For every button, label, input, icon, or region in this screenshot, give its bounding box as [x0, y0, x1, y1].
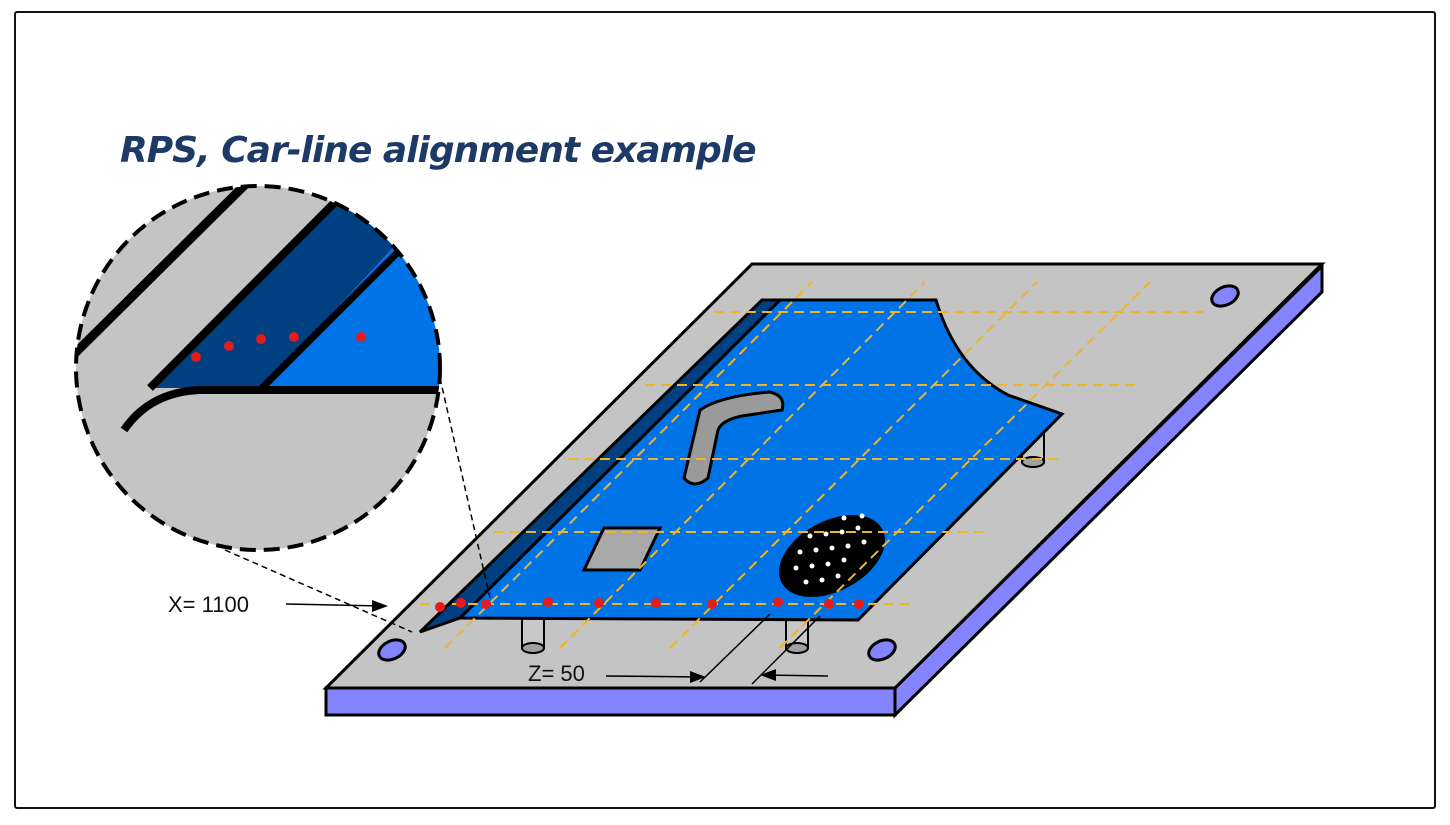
measurement-points — [435, 597, 864, 612]
dimension-arrowheads — [372, 600, 776, 683]
mount-hole-icon — [867, 638, 897, 662]
perforated-area — [779, 515, 885, 597]
perforation-holes — [793, 513, 867, 585]
slide-title: RPS, Car-line alignment example — [120, 130, 757, 171]
panel-slot — [581, 526, 663, 572]
zoom-circle-outline — [74, 184, 442, 552]
zoom-detail — [74, 184, 442, 552]
z-measure-label: Z= 50 — [528, 661, 585, 686]
plate-side-front — [324, 686, 897, 717]
panel-handle — [682, 390, 785, 486]
mount-hole-icon — [1210, 284, 1240, 308]
mount-hole-icon — [377, 638, 407, 662]
dimension-lines — [224, 377, 829, 685]
x-measure-label: X= 1100 — [168, 592, 249, 617]
